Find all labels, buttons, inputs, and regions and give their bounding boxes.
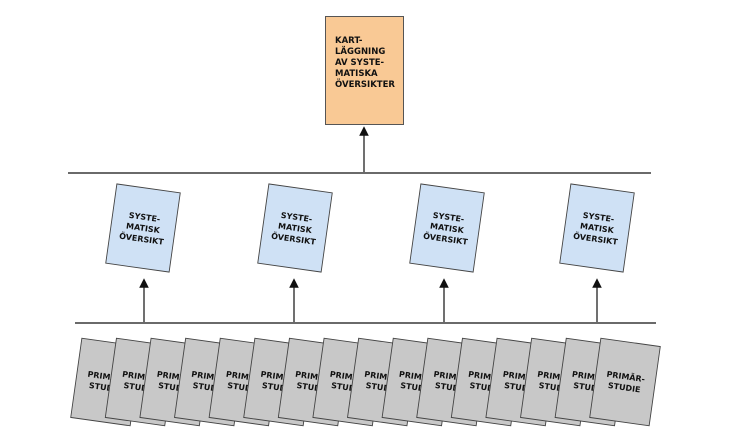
review-doc-3-page <box>409 183 485 273</box>
mapping-box-line-3: AV SYSTE- <box>335 58 385 68</box>
review-doc-4-page <box>559 183 635 273</box>
mapping-box-line-5: ÖVERSIKTER <box>335 80 395 90</box>
mapping-box-line-4: MATISKA <box>335 69 378 79</box>
review-doc-3-label-line-1: SYSTE- <box>432 211 465 224</box>
study-doc-16: PRIMÄR-STUDIE <box>589 337 661 427</box>
mapping-box-line-2: LÄGGNING <box>335 47 386 57</box>
mapping-box: KART- LÄGGNING AV SYSTE- MATISKA ÖVERSIK… <box>325 16 404 125</box>
study-doc-16-label-line-2: STUDIE <box>607 381 641 394</box>
review-doc-1-page <box>105 183 181 273</box>
mapping-box-line-1: KART- <box>335 36 363 46</box>
study-doc-16-page <box>589 337 661 427</box>
review-doc-2-label-line-1: SYSTE- <box>280 211 313 224</box>
review-doc-1-label-line-1: SYSTE- <box>128 211 161 224</box>
review-doc-4-label-line-1: SYSTE- <box>582 211 615 224</box>
review-doc-2-page <box>257 183 333 273</box>
primary-studies-group: PRIMÄR-STUDIEPRIMÄR-STUDIEPRIMÄR-STUDIEP… <box>70 337 661 427</box>
